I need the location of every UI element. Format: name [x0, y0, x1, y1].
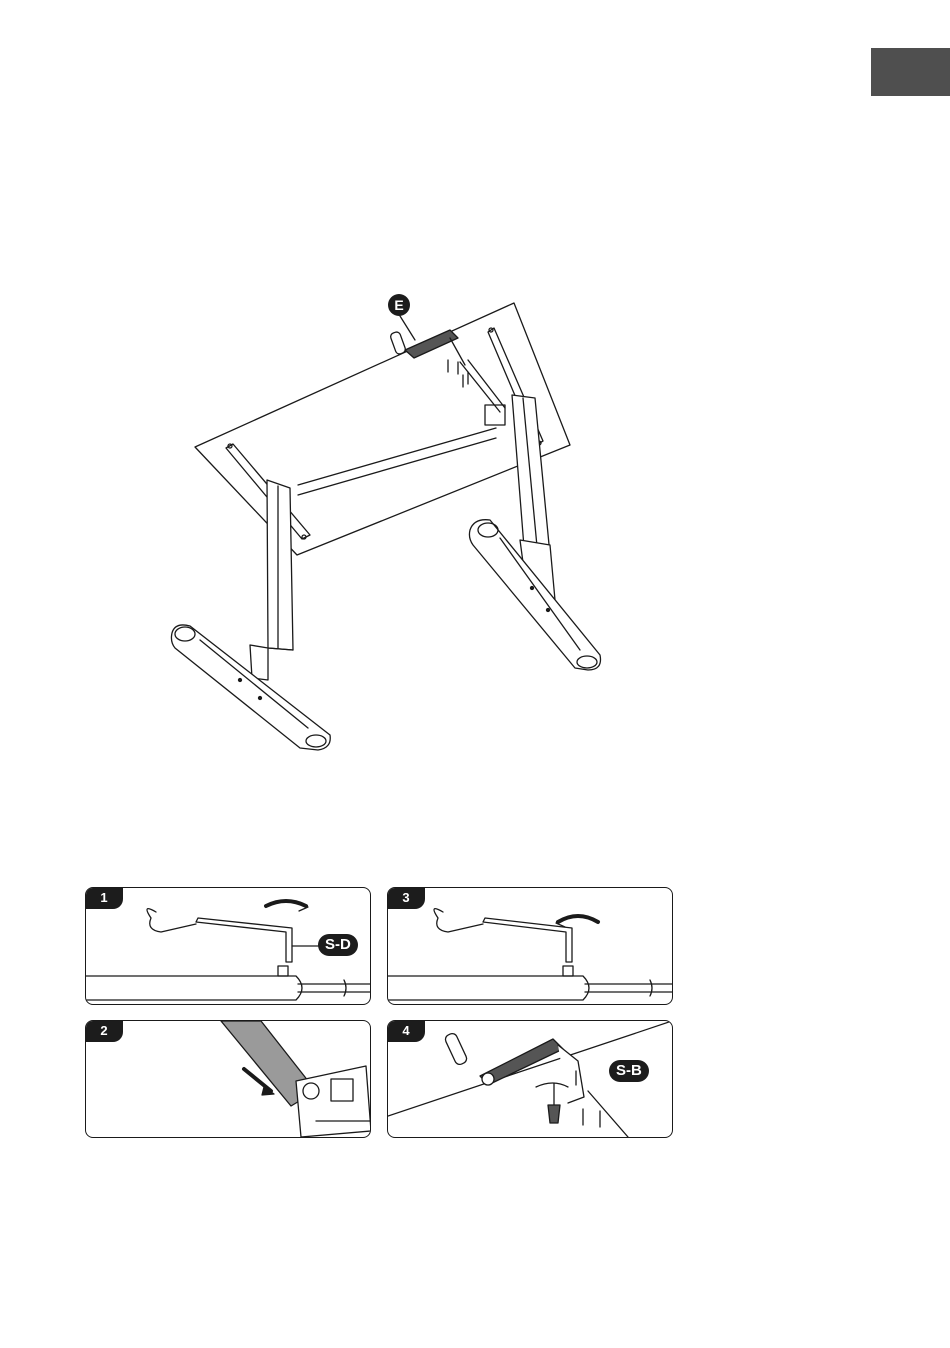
step-number: 2 [85, 1020, 123, 1042]
screw-label: S-D [318, 934, 358, 956]
step-panel-2: 2 [85, 1020, 371, 1138]
step-number: 3 [387, 887, 425, 909]
step-panel-3: 3 [387, 887, 673, 1005]
allen-key-loosen-illustration [388, 888, 672, 1004]
step-number: 1 [85, 887, 123, 909]
part-e-callout: E [388, 294, 410, 316]
step-number: 4 [387, 1020, 425, 1042]
crossbar-insert-illustration [86, 1021, 370, 1137]
step-panel-1: 1 S-D [85, 887, 371, 1005]
step-panel-4: 4 S-B [387, 1020, 673, 1138]
screw-label: S-B [609, 1060, 649, 1082]
desk-assembly-illustration [0, 0, 950, 800]
